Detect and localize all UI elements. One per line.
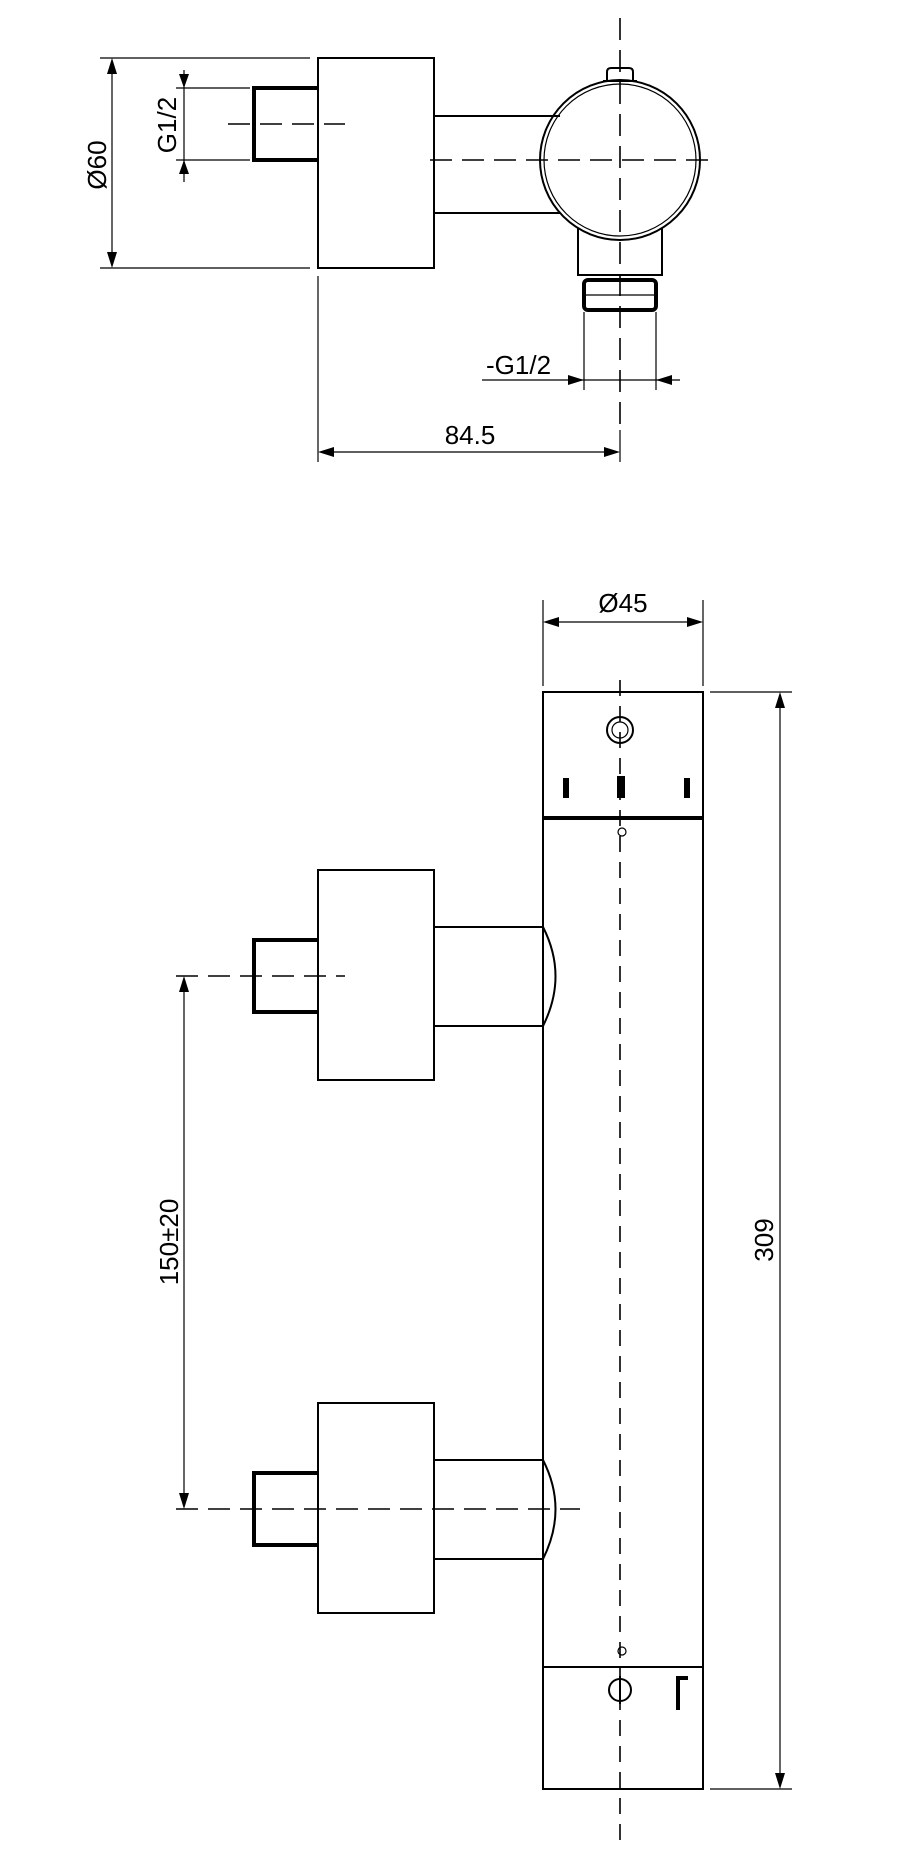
label-pipe-diameter: Ø60 — [82, 140, 112, 189]
label-outlet-thread: -G1/2 — [486, 350, 551, 380]
top-cap — [606, 67, 634, 81]
mark-right — [684, 778, 690, 798]
upper-connection-block — [317, 869, 435, 1081]
mark-center — [617, 776, 625, 798]
mark-left — [563, 778, 569, 798]
label-inlet-thread: G1/2 — [152, 97, 182, 153]
arrow-depth-left — [318, 447, 334, 457]
round-body-inner — [543, 83, 697, 237]
label-body-diameter: Ø45 — [598, 588, 647, 618]
label-total-length: 309 — [749, 1218, 779, 1261]
upper-pipe-saddle — [542, 926, 557, 1027]
arrow-spacing-down — [179, 1493, 189, 1509]
arrow-down — [107, 252, 117, 268]
arrow-g-up — [179, 160, 189, 174]
outlet-neck — [577, 228, 663, 276]
mixer-body — [542, 691, 704, 1790]
arrow-up — [107, 58, 117, 74]
arrow-outlet-right — [656, 375, 672, 385]
arrow-depth-right — [604, 447, 620, 457]
temperature-indicator-icon — [606, 716, 634, 744]
small-dot-bottom — [617, 1646, 627, 1656]
arrow-outlet-left — [568, 375, 584, 385]
temperature-indicator-inner — [611, 721, 629, 739]
arrow-length-down — [775, 1773, 785, 1789]
lower-pipe-saddle — [542, 1459, 557, 1560]
inlet-stub — [252, 86, 318, 162]
arrow-spacing-up — [179, 976, 189, 992]
front-view: Ø45 309 150±20 — [154, 588, 792, 1840]
small-dot-top — [617, 827, 627, 837]
lower-connection-block — [317, 1402, 435, 1614]
side-view: Ø60 G1/2 -G1/2 84.5 — [82, 18, 715, 462]
arrow-g-down — [179, 74, 189, 88]
arrow-body-right — [687, 617, 703, 627]
label-depth: 84.5 — [445, 420, 496, 450]
arrow-length-up — [775, 692, 785, 708]
arrow-body-left — [543, 617, 559, 627]
label-inlet-spacing: 150±20 — [154, 1199, 184, 1286]
flow-mark — [676, 1676, 688, 1710]
connection-block — [317, 57, 435, 269]
